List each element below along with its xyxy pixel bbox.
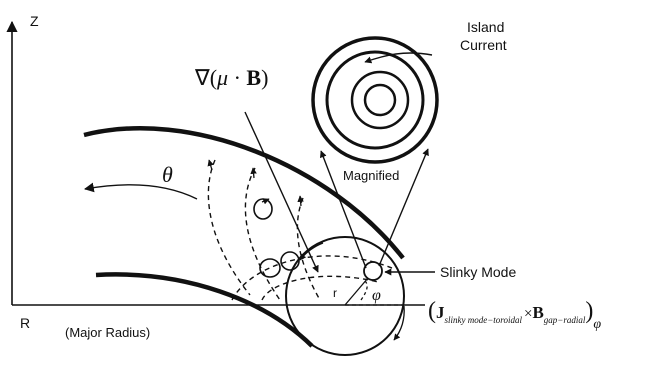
- radius-label: r: [333, 286, 337, 300]
- torus-outline: [83, 126, 405, 348]
- force-formula: (Jslinky mode−toroidal×Bgap−radial)φ: [428, 298, 601, 332]
- axes: Z R (Major Radius): [6, 13, 425, 340]
- gradient-label: ∇(μ · B): [194, 65, 268, 90]
- magnification-lines: [319, 148, 429, 269]
- r-axis-label: R: [20, 315, 30, 331]
- slinky-island: [363, 261, 383, 281]
- theta-label: θ: [162, 162, 173, 187]
- surface-direction-arrows: [207, 159, 304, 207]
- magnified-island: [311, 36, 439, 164]
- gradient-arrow: [244, 111, 319, 273]
- theta-arrow: [84, 182, 198, 200]
- torus-lower-edge: [95, 272, 314, 348]
- magnified-label: Magnified: [343, 168, 399, 183]
- island-current-label: Island Current: [460, 19, 508, 53]
- major-radius-caption: (Major Radius): [65, 325, 150, 340]
- torus-upper-edge: [83, 126, 405, 260]
- slinky-mode-label: Slinky Mode: [440, 264, 516, 280]
- radius-and-angle: [344, 277, 402, 306]
- phi-label: φ: [372, 287, 381, 304]
- island-current-arrow: [364, 52, 433, 64]
- z-axis-label: Z: [30, 13, 39, 29]
- dashed-flux-surfaces: [207, 159, 393, 301]
- phi-direction-arrows: [299, 242, 405, 341]
- torus-cross-section: [285, 236, 405, 356]
